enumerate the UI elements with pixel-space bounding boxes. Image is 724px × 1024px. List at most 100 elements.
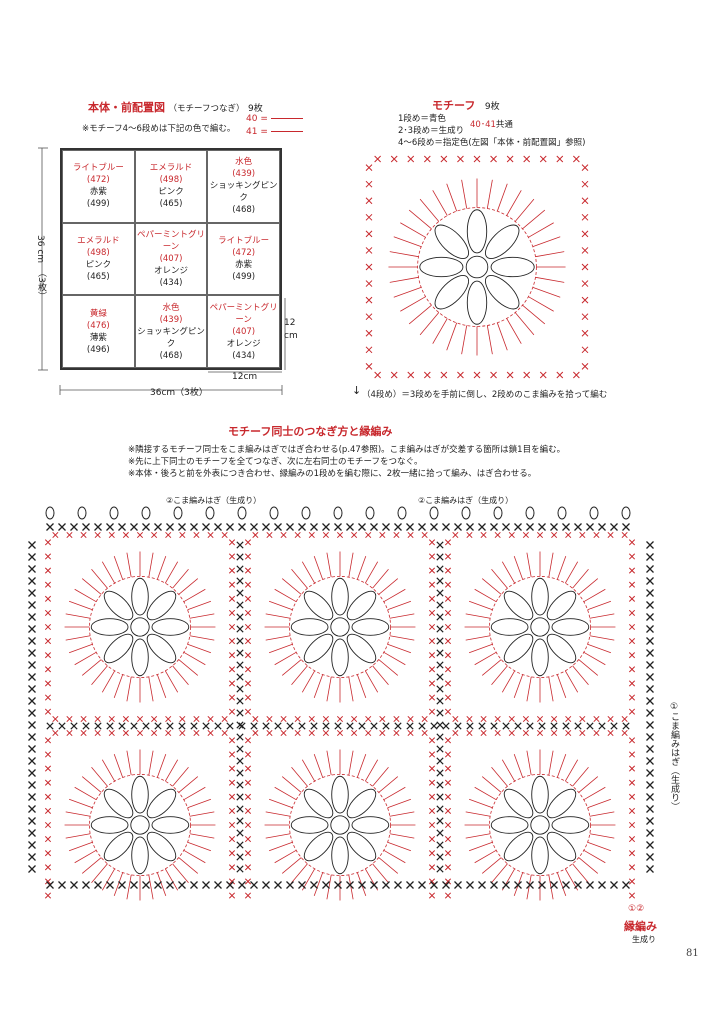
stitch-x	[28, 601, 36, 609]
petal	[485, 224, 520, 259]
stitch-x	[244, 581, 252, 588]
stitch-line	[526, 750, 532, 776]
stitch-x	[44, 779, 52, 786]
stitch-line	[474, 786, 497, 801]
stitch-x	[444, 581, 452, 588]
stitch-x	[244, 836, 252, 843]
stitch-x	[444, 878, 452, 885]
stitch-x	[628, 666, 636, 673]
stitch-x	[228, 567, 236, 574]
stitch-line	[281, 578, 302, 595]
stitch-x	[122, 729, 129, 737]
stitch-line	[91, 863, 108, 884]
stitch-line	[113, 674, 124, 699]
stitch-line	[389, 811, 415, 817]
petal	[290, 816, 329, 834]
stitch-line	[583, 786, 606, 801]
stitch-x	[406, 881, 414, 889]
stitch-x	[581, 230, 589, 238]
cell-second: 赤紫	[89, 187, 107, 198]
stitch-line	[274, 849, 297, 864]
stitch-line	[522, 209, 546, 230]
stitch-line	[465, 833, 491, 839]
stitch-x	[228, 751, 236, 758]
stitch-line	[526, 874, 532, 900]
stitch-x	[428, 581, 436, 588]
stitch-x	[365, 346, 373, 354]
stitch-x	[628, 708, 636, 715]
stitch-x	[436, 841, 444, 849]
stitch-x	[436, 829, 444, 837]
petal	[546, 831, 577, 862]
stitch-line	[274, 588, 297, 603]
stitch-x	[44, 652, 52, 659]
stitch-line	[432, 318, 448, 344]
stitch-x	[646, 613, 654, 621]
stitch-x	[526, 881, 534, 889]
stitch-line	[589, 811, 615, 817]
stitch-x	[44, 680, 52, 687]
stitch-x	[28, 817, 36, 825]
layout-dimensions	[38, 147, 286, 395]
stitch-x	[106, 523, 114, 531]
stitch-x	[266, 531, 273, 539]
stitch-x	[226, 722, 234, 730]
motif-title: モチーフ	[432, 99, 476, 112]
chain-loop	[45, 506, 55, 520]
stitch-x	[466, 523, 474, 531]
stitch-x	[142, 722, 150, 730]
stitch-x	[28, 565, 36, 573]
stitch-x	[244, 892, 252, 899]
stitch-x	[550, 523, 558, 531]
stitch-x	[628, 864, 636, 871]
stitch-x	[646, 709, 654, 717]
stitch-x	[466, 729, 473, 737]
stitch-x	[436, 733, 444, 741]
stitch-x	[236, 865, 244, 873]
stitch-x	[298, 523, 306, 531]
stitch-x	[365, 363, 373, 370]
stitch-x	[28, 625, 36, 633]
stitch-line	[326, 676, 332, 702]
stitch-x	[236, 541, 244, 549]
chain-loop	[109, 506, 119, 520]
stitch-x	[274, 722, 282, 730]
cell-num: (476)	[86, 320, 110, 331]
stitch-x	[221, 715, 228, 723]
petal	[503, 788, 534, 819]
stitch-x	[581, 313, 589, 321]
petal	[151, 816, 190, 834]
stitch-x	[436, 793, 444, 801]
stitch-line	[301, 561, 316, 584]
stitch-x	[346, 523, 354, 531]
cell-name: ペパーミントグリーン	[209, 302, 278, 325]
stitch-x	[523, 155, 531, 163]
stitch-x	[244, 652, 252, 659]
stitch-line	[265, 613, 291, 619]
stitch-x	[506, 371, 514, 379]
stitch-x	[28, 829, 36, 837]
petal	[303, 831, 334, 862]
stitch-x	[178, 523, 186, 531]
stitch-x	[238, 722, 246, 730]
stitch-x	[628, 765, 636, 772]
stitch-x	[454, 523, 462, 531]
stitch-line	[393, 236, 422, 248]
stitch-x	[593, 715, 600, 723]
stitch-x	[430, 722, 438, 730]
stitch-x	[322, 722, 330, 730]
cell-num: (472)	[232, 247, 256, 258]
stitch-x	[228, 878, 236, 885]
stitch-line	[183, 588, 206, 603]
stitch-x	[610, 881, 618, 889]
stitch-x	[44, 850, 52, 857]
stitch-x	[428, 878, 436, 885]
chain-ring	[89, 576, 191, 678]
stitch-line	[313, 872, 324, 897]
stitch-line	[126, 552, 132, 578]
stitch-x	[538, 722, 546, 730]
stitch-line	[387, 841, 412, 852]
stitch-line	[74, 651, 97, 666]
stitch-x	[179, 531, 186, 539]
petal	[146, 590, 177, 621]
